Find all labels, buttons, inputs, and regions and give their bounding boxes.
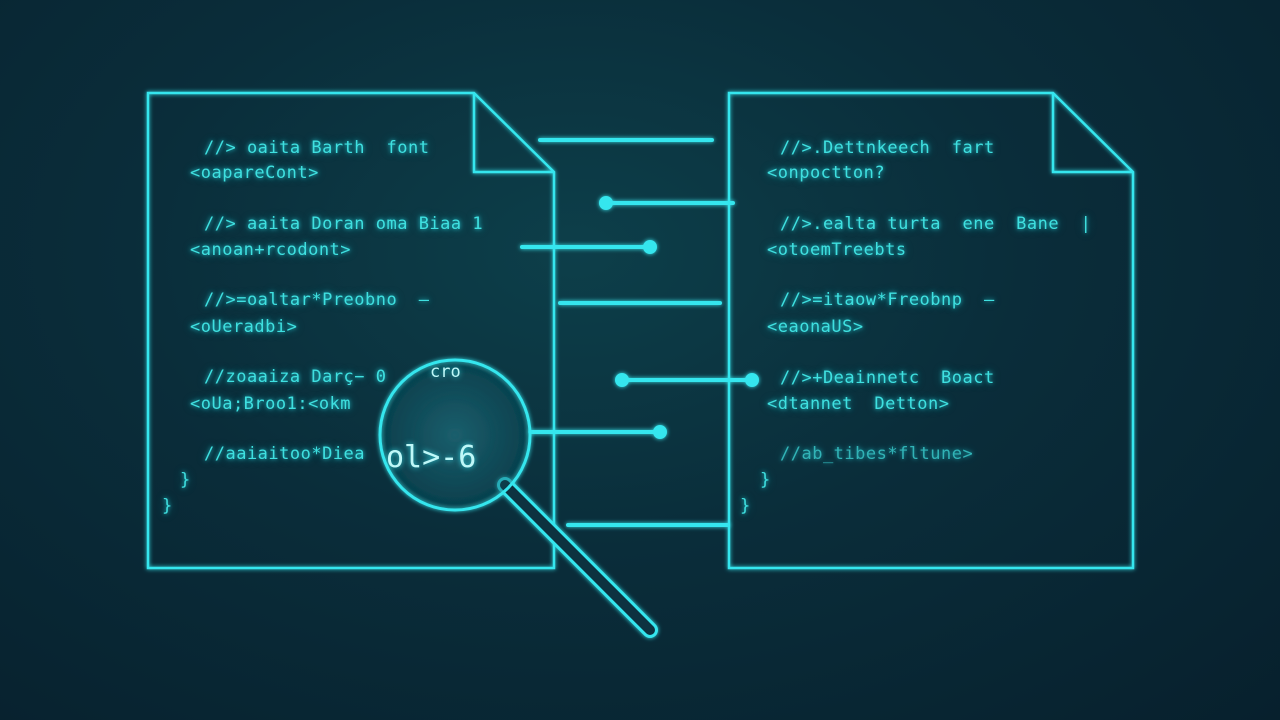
right-document-icon	[727, 91, 1135, 570]
code-line: //> oaita Barth font	[204, 138, 430, 158]
code-line: //ab_tibes*fltune>	[780, 444, 974, 464]
code-line: //>.Dettnkeech fart	[780, 138, 995, 158]
code-line: //zoaaiza Darç− 0	[204, 367, 387, 387]
code-line: <oUeradbi>	[190, 317, 298, 337]
code-line: <oapareCont>	[190, 163, 319, 183]
code-line: //>=oaltar*Preobno –	[204, 290, 430, 310]
magnifier-lens-text: ol>-6	[386, 440, 477, 475]
code-line: }	[740, 496, 751, 516]
code-line: <eaonaUS>	[767, 317, 864, 337]
connector-dot	[643, 240, 657, 254]
diff-connectors	[520, 138, 759, 527]
code-line: //> aaita Doran oma Biaa 1	[204, 214, 484, 234]
code-line: //aaiaitoo*Diea	[204, 444, 366, 464]
code-line: <otoemTreebts	[767, 240, 907, 260]
code-line: <oUa;Broo1:<okm	[190, 394, 352, 414]
left-document-icon	[146, 91, 556, 570]
code-line: //>.ealta turta ene Bane |	[780, 214, 1092, 234]
connector-dot	[615, 373, 629, 387]
connector-dot	[745, 373, 759, 387]
magnifying-glass-icon	[378, 358, 658, 638]
code-line: <dtannet Detton>	[767, 394, 950, 414]
connector-dot	[653, 425, 667, 439]
code-line: }	[180, 470, 191, 490]
connector-dot	[599, 196, 613, 210]
code-line: }	[760, 470, 771, 490]
magnifier-top-text: cro	[430, 362, 461, 382]
code-line: <onpoctton?	[767, 163, 886, 183]
code-line: //>+Deainnetc Boact	[780, 368, 995, 388]
code-line: }	[162, 496, 173, 516]
code-line: //>=itaow*Freobnp –	[780, 290, 995, 310]
code-line: <anoan+rcodont>	[190, 240, 352, 260]
